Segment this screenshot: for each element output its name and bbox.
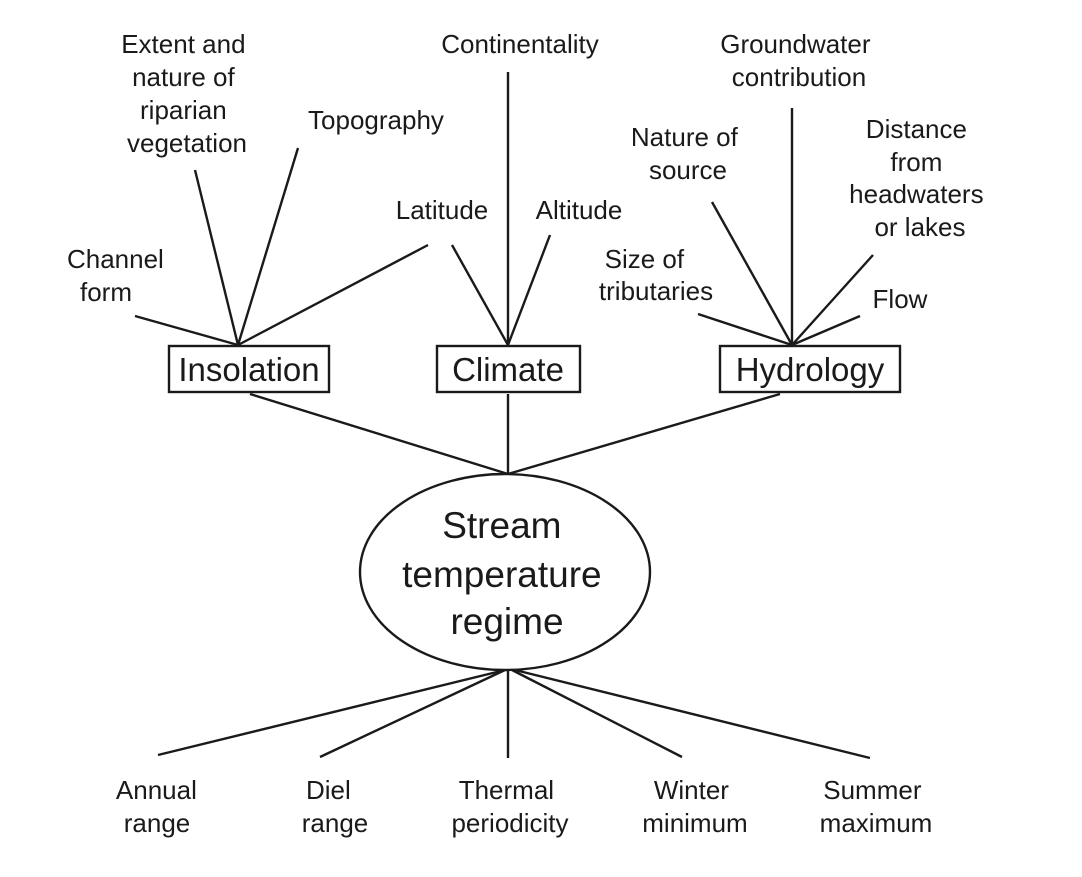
insolation-label: Insolation [178, 351, 319, 388]
climate-label: Climate [452, 351, 564, 388]
edge-flow-hydrology [791, 314, 861, 347]
output-summer-label: Summer maximum [820, 775, 933, 838]
factor-channel-label: Channel form [67, 244, 171, 307]
factor-line: Extent and [121, 29, 245, 59]
edge-source-hydrology [710, 201, 794, 346]
edge-latitude-climate [450, 244, 510, 346]
factor-line: headwaters [849, 179, 983, 209]
factor-line: or lakes [874, 212, 965, 242]
output-line: Diel [306, 775, 351, 805]
factor-line: Topography [308, 105, 444, 135]
factor-line: tributaries [599, 276, 713, 306]
output-line: range [302, 808, 369, 838]
factor-altitude-label: Altitude [536, 195, 623, 225]
edge-tributaries-hydrology [697, 312, 793, 347]
edge-center-summer [514, 668, 871, 760]
center-line: Stream [442, 505, 561, 546]
output-diel-label: Diel range [302, 775, 369, 838]
factor-tributaries-label: Size of tributaries [599, 244, 713, 306]
factor-line: contribution [732, 62, 866, 92]
factor-riparian-label: Extent and nature of riparian vegetation [121, 29, 253, 158]
center-line: temperature [402, 554, 602, 595]
edge-topography-insolation [236, 147, 300, 346]
factor-flow-label: Flow [873, 284, 928, 314]
edge-latitude-insolation [237, 243, 429, 347]
factor-line: Groundwater [720, 29, 871, 59]
output-annual-label: Annual range [116, 775, 204, 838]
group-insolation: Insolation [167, 344, 331, 394]
output-connectors [157, 668, 871, 760]
output-thermal-label: Thermal periodicity [451, 775, 568, 838]
output-line: Annual [116, 775, 197, 805]
edge-altitude-climate [506, 234, 552, 346]
climate-box [435, 344, 582, 394]
output-line: periodicity [451, 808, 568, 838]
factor-line: Altitude [536, 195, 623, 225]
output-winter-label: Winter minimum [642, 775, 747, 838]
center-ellipse [358, 472, 652, 672]
center-label: Stream temperature regime [402, 505, 612, 642]
hydrology-label: Hydrology [736, 351, 885, 388]
output-line: Thermal [459, 775, 554, 805]
factor-line: nature of [132, 62, 235, 92]
factor-line: Continentality [441, 29, 599, 59]
factor-line: riparian [140, 95, 227, 125]
factor-line: vegetation [127, 128, 247, 158]
factor-topography-label: Topography [308, 105, 444, 135]
edge-center-winter [511, 668, 683, 759]
factor-line: Nature of [631, 122, 739, 152]
insolation-box [167, 344, 331, 394]
output-line: Winter [654, 775, 729, 805]
factor-distance-label: Distance from headwaters or lakes [849, 114, 991, 242]
factor-continentality-label: Continentality [441, 29, 599, 59]
group-hydrology: Hydrology [718, 344, 902, 394]
factor-line: source [649, 155, 727, 185]
factor-line: Size of [605, 244, 685, 274]
factor-line: form [80, 277, 132, 307]
edge-distance-hydrology [791, 254, 874, 346]
output-line: Summer [823, 775, 922, 805]
edge-channel-insolation [134, 314, 239, 347]
group-connectors [249, 392, 781, 476]
factor-groundwater-label: Groundwater contribution [720, 29, 878, 92]
edge-insolation-center [249, 392, 509, 476]
factor-latitude-label: Latitude [396, 195, 489, 225]
output-line: range [124, 808, 191, 838]
output-line: maximum [820, 808, 933, 838]
factor-line: Channel [67, 244, 164, 274]
factor-line: Flow [873, 284, 928, 314]
factor-line: Distance [866, 114, 967, 144]
edge-hydrology-center [507, 392, 781, 476]
edge-riparian-insolation [193, 169, 240, 346]
factor-source-label: Nature of source [631, 122, 745, 185]
group-climate: Climate [435, 344, 582, 394]
factor-line: from [890, 147, 942, 177]
edge-center-annual [157, 668, 506, 757]
factor-connectors [134, 72, 874, 347]
center-node: Stream temperature regime [358, 472, 652, 672]
hydrology-box [718, 344, 902, 394]
center-line: regime [450, 601, 563, 642]
output-line: minimum [642, 808, 747, 838]
factor-line: Latitude [396, 195, 489, 225]
edge-center-diel [319, 668, 506, 759]
